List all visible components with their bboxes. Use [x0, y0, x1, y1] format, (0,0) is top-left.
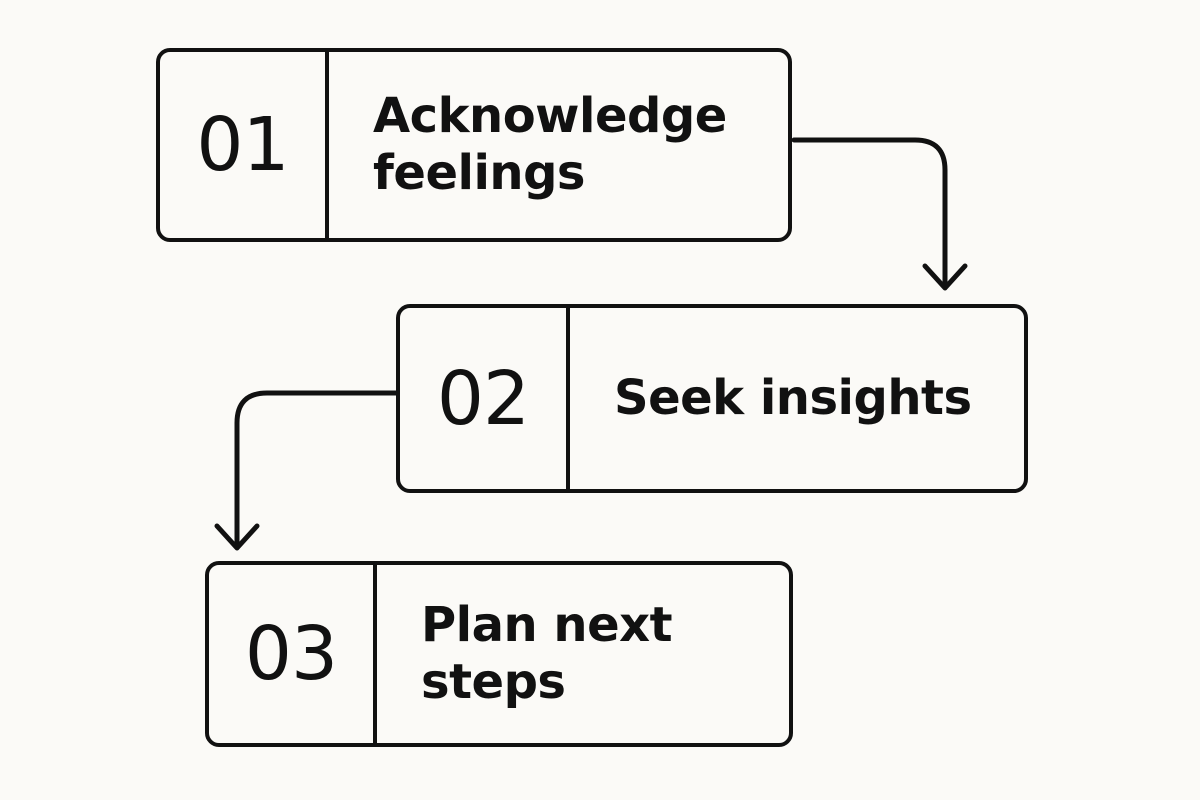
step-card-2: 02 Seek insights — [396, 304, 1028, 493]
step-card-3: 03 Plan next steps — [205, 561, 793, 747]
step-number: 02 — [400, 308, 570, 489]
step-number: 03 — [209, 565, 377, 743]
step-number: 01 — [160, 52, 329, 238]
step-label: Seek insights — [614, 370, 972, 427]
arrowhead-step2-icon — [922, 263, 968, 291]
step-label: Plan next steps — [421, 597, 673, 710]
arrowhead-step3-icon — [214, 523, 260, 551]
step-label: Acknowledge feelings — [373, 88, 727, 201]
step-card-1: 01 Acknowledge feelings — [156, 48, 792, 242]
connector-step2-to-step3 — [234, 390, 399, 549]
connector-step1-to-step2 — [791, 137, 948, 290]
